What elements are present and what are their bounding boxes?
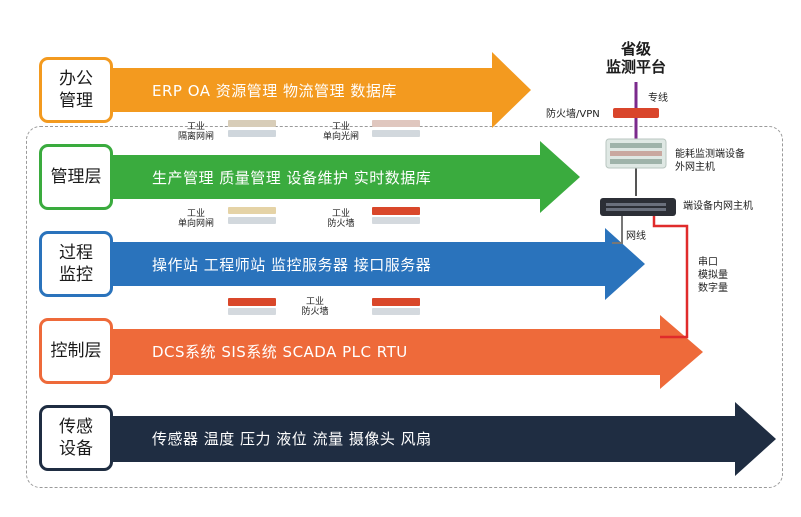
firewall-b-label: 工业 防火墙 [301,297,329,317]
sensor-arrow [110,402,776,476]
layer-control: 控制层 [39,318,113,384]
isolation-gate-icon [228,120,276,137]
isolation-gate-label: 工业 隔离网闸 [177,122,214,142]
inner-host-label: 端设备内网主机 [683,201,753,212]
vpn-firewall-box [613,108,659,118]
serial-label: 串口 模拟量 数字量 [698,257,728,294]
optical-gate-icon [372,120,420,137]
sensor-items: 传感器 温度 压力 液位 流量 摄像头 风扇 [152,430,432,448]
firewall-a-icon [372,207,420,224]
network-cable-line [612,216,623,244]
firewall-b-left-icon [228,298,276,315]
oneway-gate-icon [228,207,276,224]
layer-management: 管理层 [39,144,113,210]
oneway-gate-label: 工业 单向网闸 [177,209,214,229]
outer-host-label: 能耗监测端设备 外网主机 [675,149,745,173]
dedicated-line-label: 专线 [648,93,668,104]
network-cable-label: 网线 [626,231,646,242]
layer-monitoring: 过程 监控 [39,231,113,297]
office-items: ERP OA 资源管理 物流管理 数据库 [152,82,397,100]
control-arrow [110,315,703,389]
management-arrow [110,141,580,213]
optical-gate-label: 工业 单向光闸 [322,122,359,142]
firewall-vpn-label: 防火墙/VPN [546,109,600,120]
serial-line [652,216,689,339]
control-items: DCS系统 SIS系统 SCADA PLC RTU [152,343,408,361]
platform-label: 省级 监测平台 [605,40,666,76]
monitoring-items: 操作站 工程师站 监控服务器 接口服务器 [152,256,432,274]
firewall-a-label: 工业 防火墙 [327,209,355,229]
inner-host-box [600,198,676,216]
layer-office: 办公 管理 [39,57,113,123]
monitoring-arrow [110,228,645,300]
office-arrow [110,52,531,128]
layer-sensor: 传感 设备 [39,405,113,471]
management-items: 生产管理 质量管理 设备维护 实时数据库 [152,169,432,187]
firewall-b-right-icon [372,298,420,315]
